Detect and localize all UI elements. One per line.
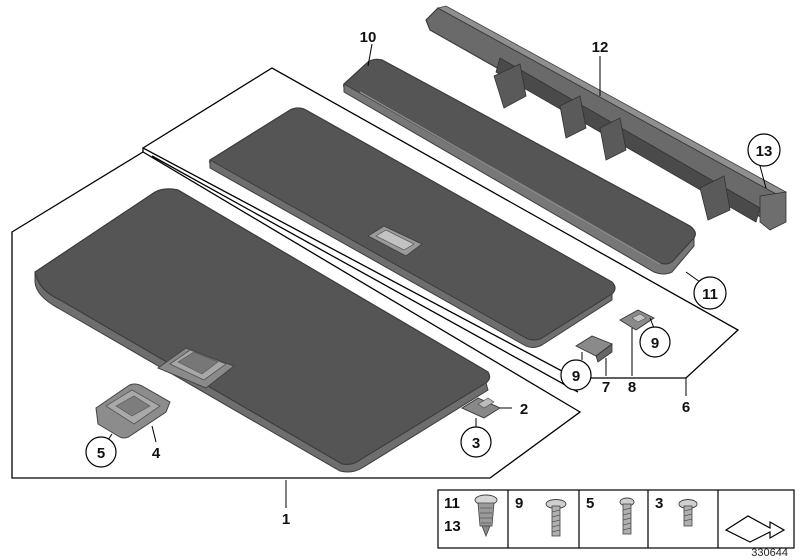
- callout-circle-3: [460, 426, 492, 458]
- callout-6: 6: [682, 399, 690, 416]
- cover-strip: [343, 58, 696, 275]
- drawing-number: 330644: [751, 547, 788, 559]
- callout-5: 5: [97, 445, 105, 462]
- clip-part-8: [619, 309, 655, 331]
- legend-label-11: 11: [444, 495, 460, 512]
- callout-11: 11: [702, 286, 718, 303]
- group-6-outline: [141, 67, 740, 379]
- callout-1: 1: [282, 511, 290, 528]
- floor-panel-large: [34, 188, 491, 473]
- callout-7: 7: [602, 379, 610, 396]
- callout-9-left: 9: [572, 368, 580, 385]
- diagram-arrow-icon: [724, 515, 786, 543]
- callout-12: 12: [592, 39, 609, 56]
- group-1-outline: [11, 151, 582, 479]
- callout-10: 10: [360, 29, 377, 46]
- screw-3-icon: [678, 499, 698, 527]
- callout-8: 8: [628, 379, 636, 396]
- callout-circle-11: [693, 276, 727, 310]
- legend-label-13: 13: [444, 518, 461, 535]
- legend-label-5: 5: [586, 495, 594, 512]
- fastener-legend: 11 13 9 5 3: [437, 489, 795, 549]
- callout-circle-13: [747, 133, 781, 167]
- callout-circle-5: [85, 436, 117, 468]
- callout-13: 13: [756, 143, 773, 160]
- callout-circle-9-right: [639, 326, 671, 358]
- push-clip-icon: [474, 494, 498, 538]
- support-rail: [425, 5, 787, 231]
- small-lid: [95, 383, 171, 439]
- group-6-inner-line: [151, 155, 579, 393]
- screw-9-icon: [545, 499, 567, 537]
- callout-3: 3: [472, 435, 480, 452]
- callout-4: 4: [152, 445, 161, 462]
- callout-9-right: 9: [651, 335, 659, 352]
- callout-2: 2: [520, 401, 528, 418]
- leader-lines: [107, 43, 767, 508]
- legend-label-9: 9: [515, 495, 523, 512]
- callout-circle-9-left: [560, 359, 592, 391]
- screw-5-icon: [619, 497, 635, 535]
- floor-panel-upper: [209, 107, 616, 348]
- legend-label-3: 3: [655, 495, 663, 512]
- clip-part-7: [575, 335, 613, 363]
- callout-circles: [85, 133, 781, 468]
